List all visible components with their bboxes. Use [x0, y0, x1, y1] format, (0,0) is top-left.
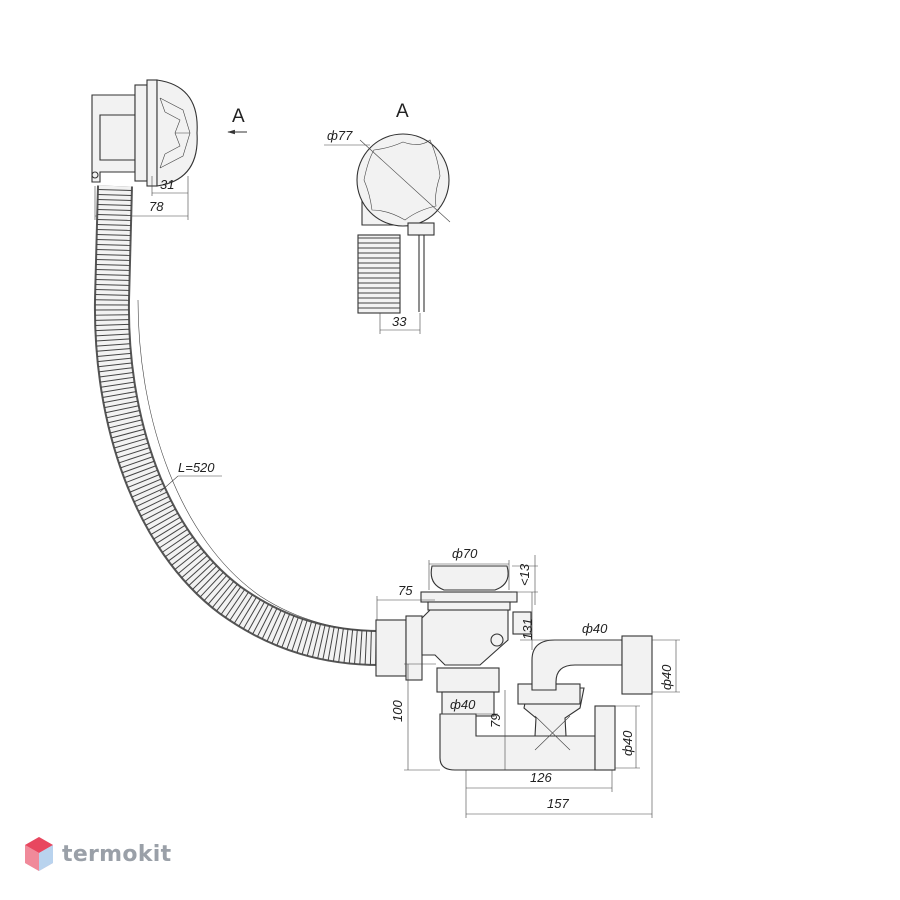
dimension-31-label: 31: [160, 177, 174, 192]
detail-view-label: A: [396, 101, 409, 122]
detail-view-a: A ф77: [324, 101, 451, 314]
dimension-79-label: 79: [488, 714, 503, 728]
dimension-131: 131: [520, 592, 535, 650]
dimension-40-outlet: ф40: [440, 697, 498, 715]
overflow-head: [91, 79, 198, 187]
dimension-126-label: 126: [530, 770, 552, 785]
dimension-40-vertical-label: ф40: [659, 664, 674, 690]
dimension-40-lower: ф40: [615, 705, 640, 769]
hose-length-label: L=520: [178, 460, 215, 475]
dimension-77-label: ф77: [327, 128, 353, 143]
drain-assembly: [375, 565, 653, 771]
section-marker: A: [227, 106, 247, 135]
dimension-13: <13: [512, 555, 538, 605]
watermark-brand-text: termokit: [62, 841, 172, 867]
section-marker-label: A: [232, 106, 245, 127]
dimension-31: 31: [151, 176, 189, 220]
dimension-78-label: 78: [149, 199, 164, 214]
dimension-40-top: ф40: [520, 621, 620, 641]
dimension-131-label: 131: [520, 618, 535, 640]
dimension-70: ф70: [428, 546, 510, 590]
termokit-logo-icon: [25, 837, 53, 871]
dimension-100: 100: [390, 663, 440, 771]
dimension-157-label: 157: [547, 796, 569, 811]
dimension-13-label: <13: [517, 563, 532, 586]
brand-watermark: termokit: [24, 836, 171, 872]
dimension-40-lower-label: ф40: [620, 730, 635, 756]
dimension-40-top-label: ф40: [582, 621, 608, 636]
dimension-hose-length: L=520: [159, 460, 222, 493]
dimension-126: 126: [465, 770, 613, 818]
dimension-33: 33: [379, 313, 421, 334]
corrugated-hose: [93, 185, 381, 666]
dimension-40-outlet-label: ф40: [450, 697, 476, 712]
dimension-79: 79: [488, 690, 506, 770]
dimension-70-label: ф70: [452, 546, 478, 561]
dimension-75-label: 75: [398, 583, 413, 598]
dimension-157: 157: [466, 694, 653, 818]
dimension-40-vertical: ф40: [652, 639, 680, 693]
dimension-33-label: 33: [392, 314, 407, 329]
dimension-100-label: 100: [390, 700, 405, 722]
dimension-75: 75: [376, 583, 435, 620]
